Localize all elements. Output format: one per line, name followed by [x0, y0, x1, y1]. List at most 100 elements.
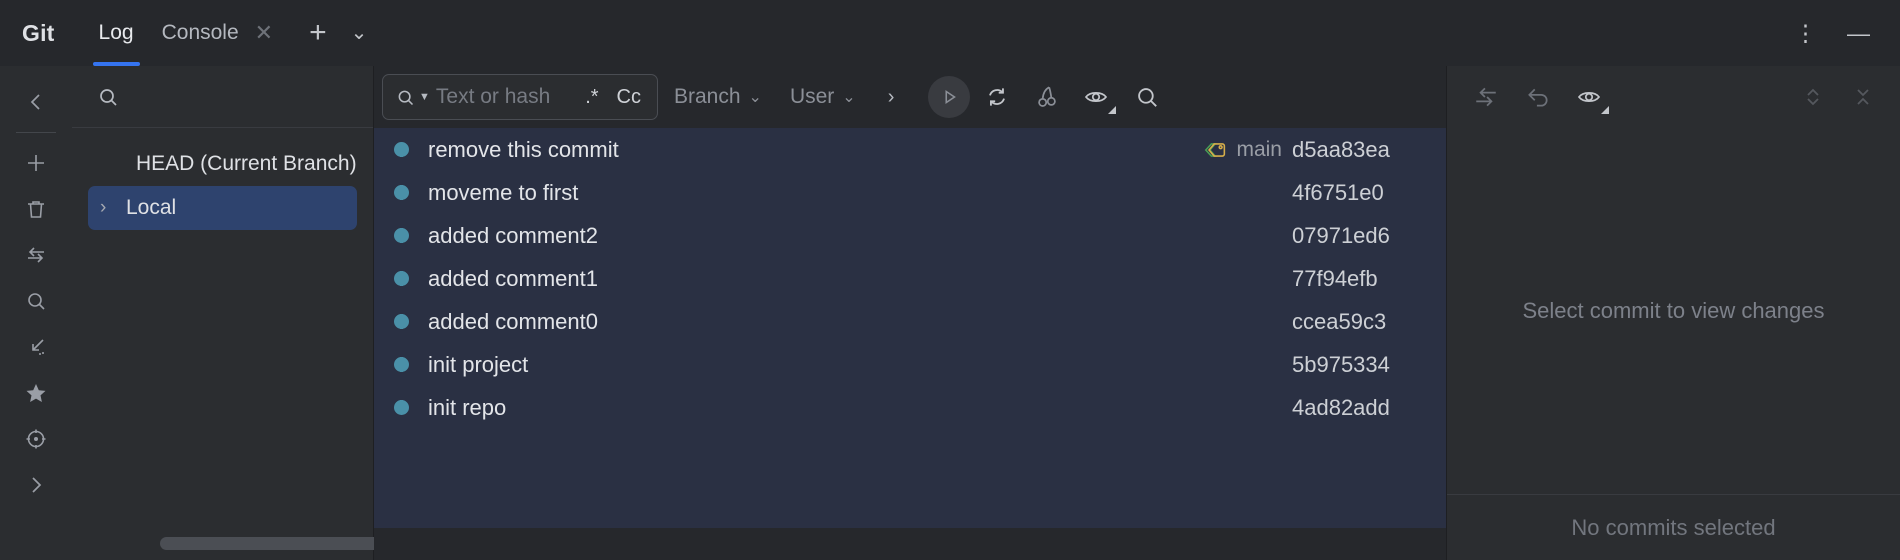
commit-details-panel: Select commit to view changes No commits… — [1446, 66, 1900, 560]
run-icon[interactable] — [928, 76, 971, 118]
branch-tree-item-head[interactable]: HEAD (Current Branch) — [88, 142, 357, 186]
log-search-field[interactable]: ▼ Text or hash .* Cc — [382, 74, 658, 120]
branch-ref-label[interactable]: main — [1203, 138, 1282, 162]
dropdown-caret-icon[interactable] — [1108, 106, 1117, 114]
compare-icon[interactable] — [1463, 74, 1509, 120]
user-filter-button[interactable]: User ⌄ — [778, 74, 868, 120]
log-toolbar: ▼ Text or hash .* Cc Branch ⌄ User ⌄ › — [374, 66, 1446, 128]
commit-meta-row[interactable]: ccea59c3 — [1190, 300, 1446, 343]
dropdown-caret-icon[interactable] — [1601, 106, 1609, 114]
search-icon — [395, 87, 416, 108]
commit-subject: init repo — [428, 394, 507, 420]
details-footer-message: No commits selected — [1447, 494, 1900, 560]
commit-row[interactable]: added comment0 — [374, 300, 1190, 343]
close-icon[interactable]: ✕ — [254, 20, 274, 45]
commit-meta-row[interactable]: main d5aa83ea — [1190, 128, 1446, 171]
search-icon[interactable] — [14, 279, 58, 323]
commit-graph-cell — [374, 185, 428, 200]
commit-meta-row[interactable]: 07971ed6 — [1190, 214, 1446, 257]
commit-row[interactable]: init repo — [374, 386, 1190, 429]
tab-log[interactable]: Log — [85, 0, 148, 66]
details-toolbar — [1447, 66, 1900, 128]
expand-all-icon[interactable] — [1790, 74, 1836, 120]
commit-row[interactable]: moveme to first — [374, 171, 1190, 214]
branch-tree-item-local[interactable]: › Local — [88, 186, 357, 230]
commit-graph-cell — [374, 314, 428, 329]
chevron-down-icon[interactable]: ⌄ — [350, 22, 368, 44]
user-filter-label: User — [789, 85, 835, 108]
delete-icon[interactable] — [14, 187, 58, 231]
graph-node — [393, 314, 409, 329]
commit-row[interactable]: remove this commit — [374, 128, 1190, 171]
graph-node — [393, 142, 409, 157]
target-icon[interactable] — [14, 417, 58, 461]
commit-graph-cell — [374, 271, 428, 286]
graph-node — [393, 228, 409, 243]
search-icon[interactable] — [1124, 74, 1170, 120]
show-diff-settings-icon[interactable] — [1567, 74, 1613, 120]
chevron-down-icon: ⌄ — [842, 89, 856, 106]
commit-graph-cell — [374, 357, 428, 372]
commit-meta-row[interactable]: 4ad82add — [1190, 386, 1446, 429]
branch-tree: HEAD (Current Branch) › Local — [72, 128, 373, 230]
compare-branches-icon[interactable] — [14, 233, 58, 277]
commit-meta-column: main d5aa83ea 4f6751e0 07971ed6 77f94efb… — [1190, 128, 1446, 528]
branch-tree-panel: HEAD (Current Branch) › Local — [72, 66, 444, 560]
commit-row[interactable]: added comment1 — [374, 257, 1190, 300]
show-hide-icon[interactable] — [1074, 74, 1120, 120]
commit-hash: 07971ed6 — [1292, 222, 1390, 248]
match-case-toggle[interactable]: Cc — [616, 85, 641, 108]
more-vertical-icon[interactable]: ⋮ — [1794, 19, 1817, 46]
add-icon[interactable] — [14, 141, 58, 185]
commit-graph-cell — [374, 142, 428, 157]
branch-filter-button[interactable]: Branch ⌄ — [662, 74, 774, 120]
commit-meta-row[interactable]: 77f94efb — [1190, 257, 1446, 300]
regex-toggle[interactable]: .* — [585, 85, 599, 108]
graph-node — [393, 271, 409, 286]
graph-node — [393, 357, 409, 372]
cherry-pick-icon[interactable] — [1024, 74, 1070, 120]
window-controls: ⋮ — — [1784, 18, 1900, 49]
collapse-left-icon[interactable] — [14, 80, 58, 124]
graph-node — [393, 400, 409, 415]
minimize-icon[interactable]: — — [1847, 19, 1870, 46]
rail-divider — [16, 132, 56, 133]
branch-filter-input[interactable] — [72, 66, 373, 128]
collapse-diagonal-icon[interactable] — [14, 325, 58, 369]
commit-graph-cell — [374, 400, 428, 415]
commit-list[interactable]: remove this commit moveme to first added… — [374, 128, 1190, 528]
left-action-rail — [0, 66, 72, 560]
commit-hash: 4ad82add — [1292, 394, 1390, 420]
collapse-all-icon[interactable] — [1840, 74, 1886, 120]
chevron-right-icon[interactable]: › — [100, 197, 107, 218]
commit-subject: moveme to first — [428, 179, 579, 205]
commit-meta-row[interactable]: 4f6751e0 — [1190, 171, 1446, 214]
branch-tag-icon — [1203, 139, 1229, 161]
tab-console-label: Console — [161, 21, 239, 44]
details-empty-message: Select commit to view changes — [1522, 298, 1825, 323]
caret-down-icon[interactable]: ▼ — [419, 91, 430, 103]
commit-subject: added comment1 — [428, 265, 598, 291]
chevron-down-icon: ⌄ — [748, 89, 762, 106]
expand-right-icon[interactable] — [14, 463, 58, 507]
commit-hash: ccea59c3 — [1292, 308, 1387, 334]
commit-row[interactable]: init project — [374, 343, 1190, 386]
revert-icon[interactable] — [1515, 74, 1561, 120]
window-tab-bar: Git Log Console ✕ + ⌄ ⋮ — — [0, 0, 1900, 66]
branch-ref-name: main — [1236, 137, 1282, 161]
favorite-star-icon[interactable] — [14, 371, 58, 415]
chevron-right-icon[interactable]: › — [887, 85, 895, 108]
branch-tree-item-label: Local — [126, 196, 177, 219]
commit-meta-row[interactable]: 5b975334 — [1190, 343, 1446, 386]
log-panel: ▼ Text or hash .* Cc Branch ⌄ User ⌄ › — [374, 66, 1446, 560]
horizontal-scrollbar[interactable] — [160, 537, 444, 550]
commit-row[interactable]: added comment2 — [374, 214, 1190, 257]
plus-icon[interactable]: + — [309, 16, 327, 49]
commit-hash: 77f94efb — [1292, 265, 1378, 291]
commit-graph-cell — [374, 228, 428, 243]
tab-console[interactable]: Console ✕ — [148, 0, 298, 66]
branch-filter-label: Branch — [674, 85, 741, 108]
refresh-icon[interactable] — [974, 74, 1020, 120]
details-toolbar-right — [1790, 74, 1900, 120]
